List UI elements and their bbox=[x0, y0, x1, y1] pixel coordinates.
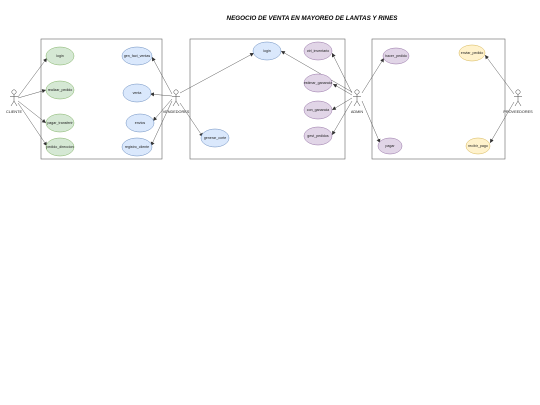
edge-vend-envios bbox=[152, 98, 173, 122]
usecase-recibir-pago-label: recibir_pago bbox=[468, 144, 488, 148]
edge-admin-estimar bbox=[332, 83, 353, 96]
edge-vend-corte bbox=[179, 102, 204, 138]
usecase-hacer-pedido[interactable] bbox=[382, 47, 410, 65]
edge-admin-login bbox=[280, 50, 353, 93]
usecase-con-ganancia-label: con_ganancia bbox=[307, 108, 329, 112]
edge-admin-con-ganancia bbox=[331, 97, 353, 111]
edge-prov-enviar bbox=[484, 54, 515, 95]
usecase-estimar-ganancia-label: estimar_ganancia bbox=[304, 81, 332, 85]
usecase-pedido-direccion[interactable] bbox=[45, 137, 75, 157]
usecase-gen-fact-ventas[interactable] bbox=[121, 46, 153, 66]
edge-vend-login bbox=[179, 52, 255, 94]
actor-admin-label: ADMIN bbox=[351, 110, 363, 114]
edge-vend-venta bbox=[149, 92, 173, 97]
actor-cliente-label: CLIENTE bbox=[6, 110, 23, 114]
actor-proveedores[interactable] bbox=[514, 89, 522, 107]
usecase-gen-fact-ventas-label: gen_fact_ventas bbox=[124, 54, 151, 58]
diagram-title: NEGOCIO DE VENTA EN MAYOREO DE LANTAS Y … bbox=[227, 15, 399, 22]
usecase-enviar-pedido-label: enviar_pedido bbox=[461, 51, 484, 55]
usecase-registro-cliente-label: registro_cliente bbox=[125, 145, 149, 149]
usecase-login-cliente-label: login bbox=[56, 54, 64, 58]
usecase-login-central[interactable] bbox=[252, 41, 282, 61]
usecase-envios[interactable] bbox=[125, 113, 155, 133]
usecase-pagar[interactable] bbox=[377, 137, 403, 155]
edge-prov-recibir bbox=[489, 101, 515, 144]
usecase-login-cliente[interactable] bbox=[45, 46, 75, 66]
usecase-login-central-label: login bbox=[263, 49, 271, 53]
usecase-generar-corte[interactable] bbox=[200, 128, 230, 148]
usecase-pedido-direccion-label: pedido_direccion bbox=[46, 145, 73, 149]
usecase-ctrl-inventario-label: ctrl_inventario bbox=[307, 49, 329, 53]
usecase-gest-pedidos[interactable] bbox=[303, 126, 333, 146]
usecase-pagar-label: pagar bbox=[385, 144, 395, 148]
usecase-con-ganancia[interactable] bbox=[303, 100, 333, 120]
usecase-estimar-ganancia[interactable] bbox=[303, 73, 333, 93]
edge-cliente-pagar bbox=[17, 100, 47, 124]
usecase-pagar-transferir-label: pagar_transferir bbox=[47, 121, 73, 125]
actor-vendedores[interactable] bbox=[172, 89, 180, 107]
edge-cliente-direccion bbox=[17, 102, 48, 147]
edge-vend-factura bbox=[151, 56, 173, 95]
usecase-hacer-pedido-label: hacer_pedido bbox=[385, 54, 407, 58]
usecase-pagar-transferir[interactable] bbox=[45, 113, 75, 133]
usecase-registro-cliente[interactable] bbox=[121, 137, 153, 157]
usecase-generar-corte-label: generar_corte bbox=[204, 136, 226, 140]
actor-cliente[interactable] bbox=[10, 89, 18, 107]
edge-cliente-realizar-pedido bbox=[17, 89, 47, 99]
edge-admin-inventario bbox=[331, 52, 353, 94]
usecase-envios-label: envios bbox=[135, 121, 146, 125]
usecase-venta[interactable] bbox=[122, 83, 152, 103]
usecase-enviar-pedido[interactable] bbox=[458, 44, 486, 62]
edge-cliente-login bbox=[17, 57, 48, 98]
edge-vend-registro bbox=[150, 100, 173, 147]
actor-proveedores-label: PROVEEDORES bbox=[503, 110, 533, 114]
edge-admin-gest-pedidos bbox=[331, 100, 353, 136]
usecase-realizar-pedido-label: realizar_pedido bbox=[48, 88, 73, 92]
actor-admin[interactable] bbox=[353, 89, 361, 107]
usecase-ctrl-inventario[interactable] bbox=[303, 41, 333, 61]
usecase-realizar-pedido[interactable] bbox=[45, 80, 75, 100]
edge-admin-pagar bbox=[361, 100, 381, 144]
usecase-gest-pedidos-label: gest_pedidos bbox=[307, 134, 329, 138]
edge-admin-hacer-pedido bbox=[361, 57, 385, 94]
usecase-recibir-pago[interactable] bbox=[465, 137, 491, 155]
usecase-venta-label: venta bbox=[133, 91, 142, 95]
actor-vendedores-label: VENDEDORES bbox=[163, 110, 190, 114]
